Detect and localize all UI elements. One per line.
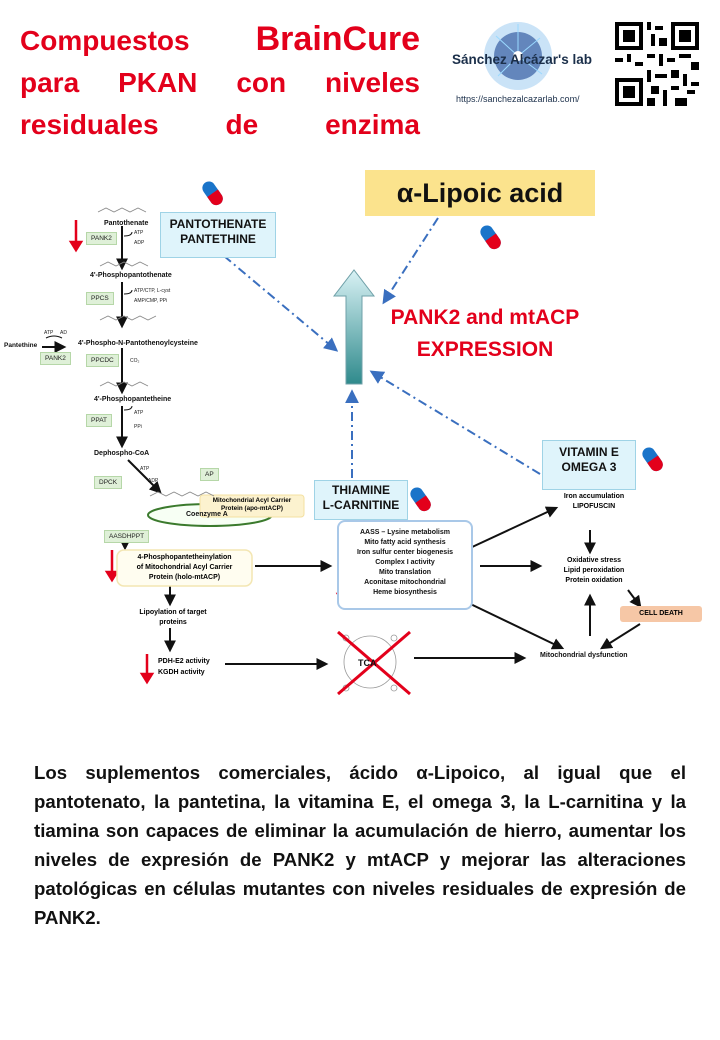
pantethine-label: PANTETHINE [180, 232, 256, 246]
lipoylation-node: Lipoylation of target proteins [128, 608, 218, 628]
pantothenate-node: Pantothenate [104, 220, 149, 227]
phosphopantetheine-node: 4'-Phosphopantetheine [94, 396, 172, 403]
holo-line3: Protein (holo-mtACP) [148, 574, 221, 581]
process-item: Iron sulfur center biogenesis [356, 549, 454, 556]
ppat-atp-label: ATP [134, 410, 144, 416]
capsule-icon [480, 225, 501, 250]
oxidative-stress-node: Oxidative stress Lipid peroxidation Prot… [546, 556, 642, 586]
protein-label: Protein oxidation [565, 577, 623, 584]
ppcs-enzyme: PPCS [86, 292, 114, 305]
expression-label: PANK2 and mtACP EXPRESSION [370, 302, 600, 366]
holo-line1: 4-Phosphopantetheinylation [137, 554, 232, 561]
thiamine-label: THIAMINE [332, 483, 390, 497]
atp-side-label: ATP [44, 330, 54, 336]
carnitine-label: L-CARNITINE [322, 498, 400, 512]
pantothenate-pantethine-box: PANTOTHENATE PANTETHINE [160, 212, 276, 258]
process-item: Complex I activity [375, 559, 435, 566]
phosphopantothenate-node: 4'-Phosphopantothenate [90, 272, 172, 279]
co2-label: CO₂ [130, 358, 140, 364]
process-item: AASS – Lysine metabolism [360, 529, 450, 536]
capsule-icon [202, 181, 223, 206]
apo-line2: Protein (apo-mtACP) [221, 505, 283, 512]
tca-label: TCA [358, 658, 377, 668]
ppcdc-enzyme: PPCDC [86, 354, 119, 367]
lab-name: Sánchez Alcázar's lab [452, 52, 593, 67]
title-brand: BrainCure [255, 20, 420, 58]
page-title: Compuestos BrainCure para PKAN con nivel… [20, 18, 420, 146]
ppi-label: PPi [134, 424, 142, 430]
cell-death-box: CELL DEATH [620, 606, 702, 622]
iron-accumulation-node: Iron accumulation LIPOFUSCIN [546, 492, 642, 512]
atp-label: ATP [134, 230, 144, 236]
ppcs-outputs: AMP/CMP, PPi [134, 298, 168, 304]
aasdhppt-enzyme: AASDHPPT [104, 530, 150, 543]
apo-line1: Mitochondrial Acyl Carrier [212, 497, 292, 504]
lipid-label: Lipid peroxidation [563, 567, 625, 574]
oxstress-label: Oxidative stress [566, 557, 622, 564]
holo-line2: of Mitochondrial Acyl Carrier [136, 564, 233, 571]
process-item: Heme biosynthesis [373, 589, 437, 596]
kgdh-activity: KGDH activity [158, 669, 205, 676]
lipofuscin-label: LIPOFUSCIN [572, 503, 616, 510]
mito-dysfunction-node: Mitochondrial dysfunction [540, 652, 628, 659]
title-prefix: Compuestos [20, 25, 256, 56]
iron-label: Iron accumulation [563, 493, 625, 500]
expression-line1: PANK2 and mtACP [390, 306, 580, 329]
vitamin-e-label: VITAMIN E [559, 445, 619, 459]
dpck-enzyme: DPCK [94, 476, 123, 489]
lipoylation-line1: Lipoylation of target [139, 609, 207, 616]
ad-label: AD [60, 330, 67, 336]
pantothenate-label: PANTOTHENATE [169, 217, 267, 231]
description-text: Los suplementos comerciales, ácido α-Lip… [34, 762, 686, 928]
pdh-activity: PDH-E2 activity [158, 658, 210, 665]
dpck-adp-label: ADP [148, 478, 159, 484]
holo-mtacp-box: 4-Phosphopantetheinylation of Mitochondr… [117, 553, 252, 583]
ppcs-inputs: ATP/CTP, L-cyst [134, 288, 171, 294]
apo-mtacp-box: Mitochondrial Acyl Carrier Protein (apo-… [200, 497, 304, 513]
lipoylation-line2: proteins [159, 619, 187, 626]
ap-label: AP [200, 468, 219, 481]
process-item: Aconitase mitochondrial [364, 579, 446, 586]
pdh-kgdh-node: PDH-E2 activity KGDH activity [158, 656, 210, 678]
dpck-atp-label: ATP [140, 466, 150, 472]
pantethine-node: Pantethine [4, 342, 38, 349]
title-rest: para PKAN con niveles residuales de enzi… [20, 67, 420, 140]
adp-label: ADP [134, 240, 145, 246]
pathway-diagram [42, 207, 642, 696]
qr-code-icon [615, 22, 699, 106]
coenzyme-a-node: Coenzyme A [186, 511, 228, 518]
capsule-icon [642, 447, 663, 472]
process-item: Mito fatty acid synthesis [364, 539, 446, 546]
pank2-side-enzyme: PANK2 [40, 352, 71, 365]
omega-label: OMEGA 3 [561, 460, 617, 474]
thiamine-carnitine-box: THIAMINE L-CARNITINE [314, 480, 408, 520]
pank2-enzyme: PANK2 [86, 232, 117, 245]
lab-logo-icon [484, 22, 552, 90]
dephospho-coa-node: Dephospho-CoA [94, 450, 150, 457]
phosphopantothenoylcysteine-node: 4'-Phospho-N-Pantothenoylcysteine [78, 340, 198, 347]
process-item: Mito translation [378, 569, 432, 576]
lipoic-acid-box: α-Lipoic acid [365, 170, 595, 216]
expression-line2: EXPRESSION [416, 338, 554, 361]
vitamin-e-omega-box: VITAMIN E OMEGA 3 [542, 440, 636, 490]
lab-url-link[interactable]: https://sanchezalcazarlab.com/ [456, 94, 580, 104]
ppat-enzyme: PPAT [86, 414, 113, 427]
capsule-icon [410, 487, 431, 512]
mito-processes-box: AASS – Lysine metabolism Mito fatty acid… [337, 520, 473, 610]
